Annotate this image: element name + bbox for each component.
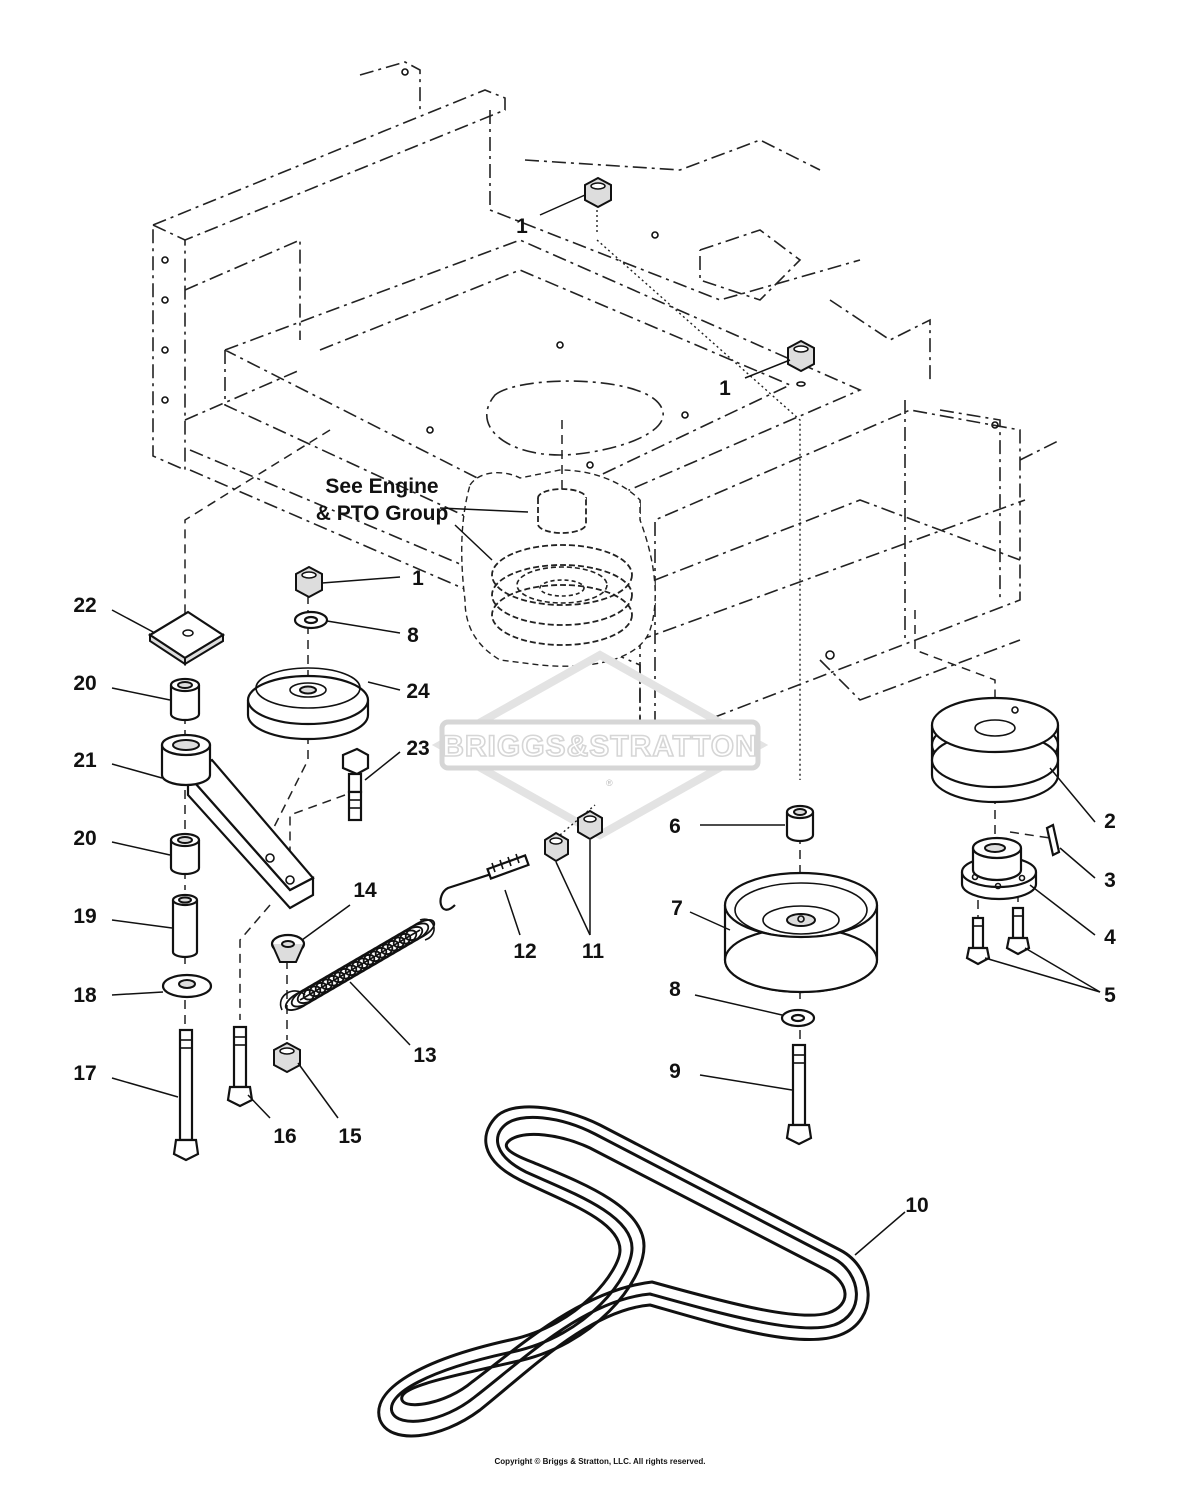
extension-spring-13: [279, 918, 436, 1011]
lock-nut-15: [273, 1041, 301, 1074]
hex-bolt-23: [341, 747, 370, 822]
watermark-registered: ®: [606, 778, 613, 788]
callout-22: 22: [73, 594, 96, 617]
callout-15: 15: [338, 1125, 362, 1148]
lock-nut-1-right: [787, 339, 815, 387]
leader-lines: [111, 194, 1101, 1256]
callout-8-top: 8: [407, 624, 419, 647]
callout-6: 6: [669, 815, 681, 838]
shoulder-bolt-16: [226, 1025, 254, 1108]
cap-screw-5-a: [965, 916, 991, 966]
callout-11: 11: [582, 940, 605, 963]
callout-1-right: 1: [719, 377, 731, 400]
watermark-text: BRIGGS&STRATTON: [442, 730, 758, 763]
engine-pto-pulley: [491, 420, 633, 646]
shoulder-bolt-9: [785, 1043, 813, 1146]
callout-21: 21: [73, 749, 97, 772]
hex-nut-11-a: [544, 831, 569, 863]
callout-16: 16: [273, 1125, 296, 1148]
callout-4: 4: [1104, 926, 1116, 949]
callout-1-left: 1: [412, 567, 424, 590]
watermark-logo: BRIGGS&STRATTON ®: [431, 650, 769, 840]
callout-20-top: 20: [73, 672, 96, 695]
callout-10: 10: [905, 1194, 928, 1217]
spacer-6: [785, 804, 815, 843]
sleeve-19: [171, 893, 199, 959]
callout-17: 17: [73, 1062, 96, 1085]
washer-8-bottom: [780, 1008, 816, 1028]
idler-arm-21: [160, 733, 315, 910]
shoulder-bolt-17: [172, 1028, 200, 1162]
callout-1-top: 1: [516, 215, 528, 238]
cap-screw-5-b: [1005, 906, 1031, 956]
washer-8-top: [293, 610, 329, 630]
callout-18: 18: [73, 984, 97, 1007]
callout-13: 13: [413, 1044, 436, 1067]
double-pulley-2: [930, 696, 1060, 804]
lock-nut-1-top: [584, 176, 612, 209]
callout-3: 3: [1104, 869, 1116, 892]
callout-2: 2: [1104, 810, 1116, 833]
key-3: [1045, 823, 1061, 857]
spacer-plate-22: [147, 610, 226, 666]
bushing-20-bottom: [169, 832, 201, 876]
callout-14: 14: [353, 879, 377, 902]
callout-19: 19: [73, 905, 96, 928]
bushing-20-top: [169, 677, 201, 722]
idler-pulley-7: [723, 871, 879, 994]
note-pto-group: & PTO Group: [316, 502, 449, 525]
callout-8-bottom: 8: [669, 978, 681, 1001]
flat-idler-pulley-24: [246, 667, 370, 741]
v-belt-10: [377, 1105, 870, 1438]
lock-nut-1-left: [295, 565, 323, 599]
callout-23: 23: [406, 737, 429, 760]
callout-5: 5: [1104, 984, 1116, 1007]
callout-9: 9: [669, 1060, 681, 1083]
eye-bolt-12: [439, 853, 530, 911]
callout-12: 12: [513, 940, 536, 963]
note-see-engine: See Engine: [325, 475, 438, 498]
copyright-notice: Copyright © Briggs & Stratton, LLC. All …: [494, 1457, 706, 1466]
callout-20-bottom: 20: [73, 827, 96, 850]
callout-7: 7: [671, 897, 683, 920]
spring-anchor-14: [270, 933, 306, 963]
callout-24: 24: [406, 680, 430, 703]
hex-nut-11-b: [577, 809, 603, 841]
washer-18: [161, 973, 213, 999]
callout-labels: 1 1 1 8 24 23 22 20 21 20 19 18 17 16 15…: [73, 215, 1116, 1217]
taper-hub-4: [960, 836, 1038, 901]
